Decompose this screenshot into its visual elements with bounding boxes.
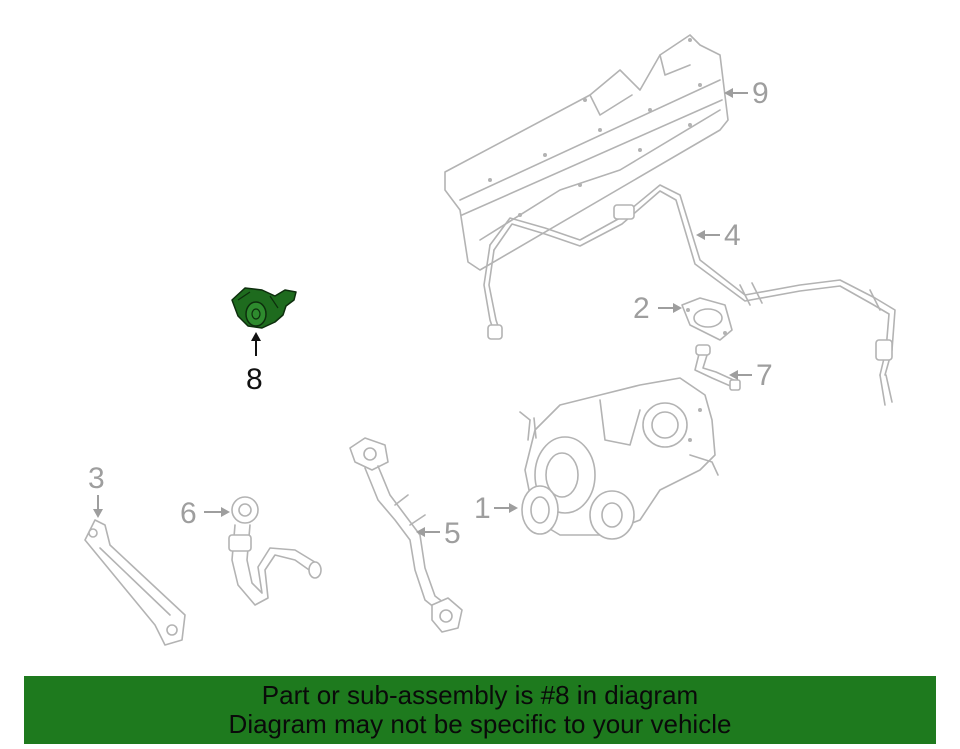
part-2-gasket[interactable]: [681, 297, 733, 341]
part-4-oil-pipe[interactable]: [483, 184, 896, 406]
callout-arrow-6: [204, 507, 230, 517]
callout-1: 1: [474, 492, 491, 525]
banner-line-2: Diagram may not be specific to your vehi…: [228, 709, 732, 739]
part-3-bracket[interactable]: [84, 519, 186, 646]
banner-line-1: Part or sub-assembly is #8 in diagram: [261, 680, 699, 710]
callout-6: 6: [180, 497, 197, 530]
callout-4: 4: [724, 219, 741, 252]
callout-arrow-3: [93, 495, 103, 518]
part-1-turbocharger[interactable]: [519, 377, 719, 540]
callout-arrow-1: [494, 503, 518, 513]
part-5-return-pipe[interactable]: [349, 437, 463, 633]
part-6-hose[interactable]: [228, 496, 322, 606]
callout-arrow-9: [724, 88, 748, 98]
callout-arrow-5: [416, 527, 440, 537]
callout-2: 2: [633, 292, 650, 325]
info-banner: Part or sub-assembly is #8 in diagram Di…: [24, 676, 936, 744]
part-9-heat-shield[interactable]: [444, 34, 729, 271]
part-7-hose[interactable]: [694, 344, 741, 391]
part-8-highlighted-sensor[interactable]: [231, 287, 297, 329]
callout-9: 9: [752, 77, 769, 110]
callout-arrow-7: [729, 370, 752, 380]
callout-5: 5: [444, 517, 461, 550]
callout-arrow-4: [696, 230, 720, 240]
callout-8: 8: [246, 363, 263, 396]
callout-3: 3: [88, 462, 105, 495]
callout-7: 7: [756, 359, 773, 392]
callout-arrow-8: [251, 332, 261, 356]
callout-arrow-2: [658, 303, 682, 313]
